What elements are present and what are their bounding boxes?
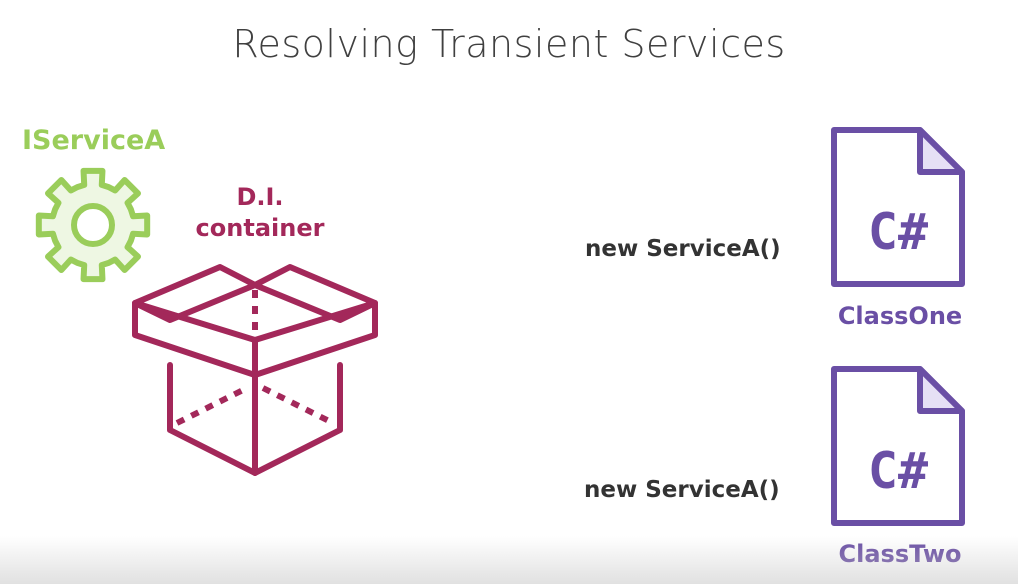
box-front-left xyxy=(167,362,258,476)
gear-hole xyxy=(71,203,115,247)
container-label: D.I. container xyxy=(195,183,325,242)
slide-title: Resolving Transient Services xyxy=(232,22,786,66)
file-language-label: C# xyxy=(868,442,928,500)
interface-label: IServiceA xyxy=(22,125,166,156)
file-corner xyxy=(917,127,965,175)
csharp-file-icon: C# xyxy=(831,366,965,526)
file-corner xyxy=(917,366,965,414)
class-name-2: ClassTwo xyxy=(838,540,962,568)
box-flap-back-left xyxy=(132,264,258,323)
gear-icon xyxy=(35,167,151,283)
file-language-label: C# xyxy=(868,203,928,261)
box-hidden-left xyxy=(175,385,249,426)
open-box-icon xyxy=(132,264,378,476)
class-name-1: ClassOne xyxy=(837,302,963,330)
constructor-call-1: new ServiceA() xyxy=(585,236,781,262)
constructor-call-2: new ServiceA() xyxy=(584,477,780,503)
csharp-file-icon: C# xyxy=(831,127,965,287)
box-hidden-right xyxy=(261,385,335,426)
box-flap-back-right xyxy=(252,264,378,323)
box-front-right xyxy=(252,362,343,476)
